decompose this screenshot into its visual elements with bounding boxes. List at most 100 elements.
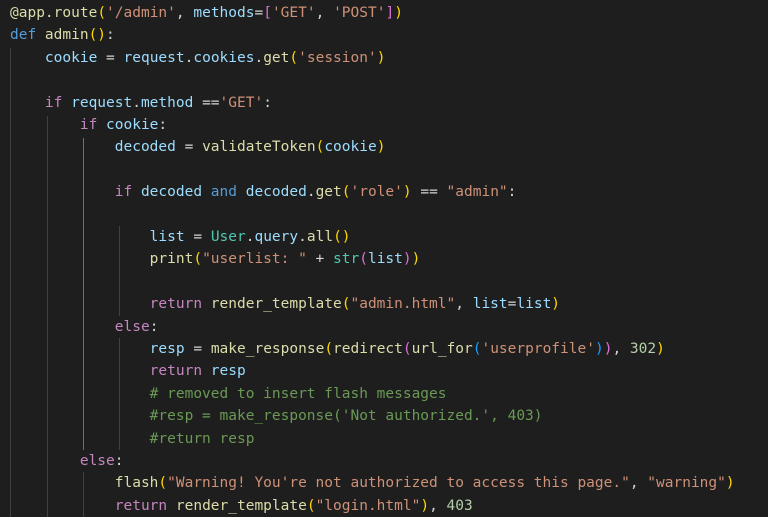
code-token: ) [420,497,430,514]
code-token: () [333,229,351,245]
code-token: : [106,27,115,44]
code-token: ( [324,341,334,357]
code-token: else [10,318,150,335]
indent-guide [119,338,120,450]
code-token: ) [551,296,561,313]
code-token: 'POST' [333,5,386,21]
code-token: ) [656,341,665,357]
code-line[interactable]: return resp [10,360,246,382]
code-line[interactable]: return render_template("admin.html", lis… [10,293,560,315]
code-line[interactable]: def admin(): [10,24,115,46]
code-token: ) [594,341,604,357]
code-token: redirect [333,341,403,357]
code-token: else [10,453,115,469]
code-token: return [10,296,211,313]
code-token: 302 [629,341,657,357]
code-line[interactable]: cookie = request.cookies.get('session') [10,47,386,69]
indent-guide-active [83,138,84,450]
code-line[interactable]: #resp = make_response('Not authorized.',… [10,405,543,427]
code-token: ( [97,5,107,21]
code-token: request [71,94,133,111]
code-token: . [132,94,141,111]
code-line[interactable]: return render_template("login.html"), 40… [10,495,473,517]
code-line[interactable]: #return resp [10,428,255,450]
code-token: all [306,229,334,245]
code-token: : [114,453,124,469]
code-token: cookie [324,139,377,156]
code-token: ) [402,184,412,201]
code-token: cookies [193,49,255,66]
code-token: decoded [245,184,307,201]
code-token: () [88,27,107,44]
indent-guide [10,48,11,517]
code-token: 'role' [350,184,403,201]
indent-guide [47,116,48,517]
code-token: list [472,296,508,313]
code-token: make_response [210,341,325,357]
code-line[interactable]: if request.method =='GET': [10,92,272,114]
code-token: render_template [175,497,307,514]
indent-guide [119,226,120,316]
code-token: ) [411,251,421,268]
code-token: get [315,184,342,201]
code-token: 'GET' [219,94,264,111]
code-token: method [140,94,194,111]
code-token: ) [402,251,412,268]
code-token: = [254,5,264,21]
code-token: User [210,229,246,245]
code-token: return [10,363,211,380]
code-token: '/admin' [106,5,176,21]
code-line[interactable]: flash("Warning! You're not authorized to… [10,472,735,494]
code-line[interactable]: if cookie: [10,114,167,136]
code-token: ( [472,341,482,357]
code-token: : [507,184,517,201]
code-token: list [516,296,552,313]
code-line[interactable]: resp = make_response(redirect(url_for('u… [10,338,665,360]
code-token: decoded [140,184,203,201]
code-line[interactable]: list = User.query.all() [10,226,351,248]
code-token: and [202,184,246,201]
code-token: ( [359,251,368,268]
code-token: , [175,5,194,21]
code-token: ( [289,49,299,66]
code-token: "login.html" [315,497,421,514]
code-token: ( [341,296,351,313]
code-token: url_for [411,341,473,357]
code-token: methods [193,5,255,21]
code-token: + [306,251,334,268]
code-token: # removed to insert flash messages [10,385,447,402]
code-line[interactable]: print("userlist: " + str(list)) [10,248,421,270]
code-token: resp [210,363,246,380]
code-token: if [10,94,72,111]
code-token: . [245,229,255,245]
code-token: : [149,318,159,335]
code-token: = [507,296,517,313]
code-token: "Warning! You're not authorized to acces… [167,475,630,492]
code-token: . [254,49,264,66]
code-token: def [10,27,45,44]
code-line[interactable]: @app.route('/admin', methods=['GET', 'PO… [10,2,403,24]
code-token: str [333,251,360,268]
indent-guide [83,472,84,517]
code-token: ) [725,475,735,492]
code-line[interactable]: else: [10,450,124,472]
code-line[interactable]: if decoded and decoded.get('role') == "a… [10,181,517,203]
code-token: . [184,49,194,66]
code-token: . [306,184,316,201]
code-token: : [158,117,168,133]
code-token: : [263,94,272,111]
code-token: ( [158,475,168,492]
code-token: = [97,49,124,66]
code-line[interactable]: # removed to insert flash messages [10,383,447,405]
code-token: ( [341,184,351,201]
code-token: 'GET' [271,5,316,21]
code-token: resp [10,341,185,357]
code-line[interactable]: else: [10,316,159,338]
code-token: "admin.html" [350,296,456,313]
code-token: cookie [10,49,98,66]
code-token: list [367,251,403,268]
code-token: , [429,497,447,514]
code-line[interactable]: decoded = validateToken(cookie) [10,136,386,158]
code-token: . [298,229,307,245]
